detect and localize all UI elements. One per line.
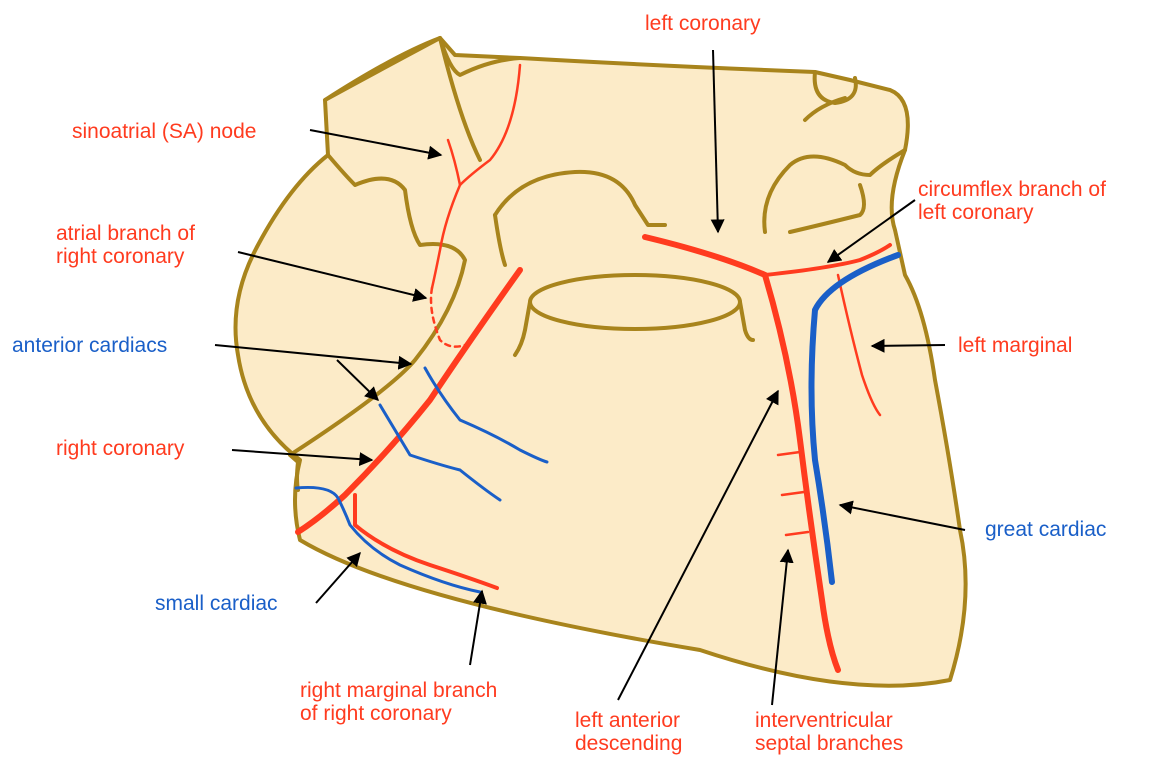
- label-septal-line-2: septal branches: [755, 732, 903, 755]
- label-right-marginal-line-1: right marginal branch: [300, 679, 497, 702]
- label-small-cardiac: small cardiac: [155, 592, 278, 615]
- label-great-cardiac: great cardiac: [985, 518, 1106, 541]
- label-septal-line-1: interventricular: [755, 709, 893, 732]
- heart-outline: [236, 38, 966, 686]
- label-right-coronary: right coronary: [56, 437, 185, 460]
- label-right-marginal-line-2: of right coronary: [300, 702, 452, 725]
- label-sa-node: sinoatrial (SA) node: [72, 120, 256, 143]
- label-left-coronary: left coronary: [645, 12, 761, 35]
- label-circumflex-line-1: circumflex branch of: [918, 178, 1106, 201]
- label-left-marginal: left marginal: [958, 334, 1072, 357]
- label-left-anterior-line-1: left anterior: [575, 709, 680, 732]
- label-atrial-branch-line-2: right coronary: [56, 245, 185, 268]
- label-anterior-cardiacs: anterior cardiacs: [12, 334, 167, 357]
- label-circumflex-line-2: left coronary: [918, 201, 1034, 224]
- label-left-anterior-line-2: descending: [575, 732, 682, 755]
- label-atrial-branch-line-1: atrial branch of: [56, 222, 195, 245]
